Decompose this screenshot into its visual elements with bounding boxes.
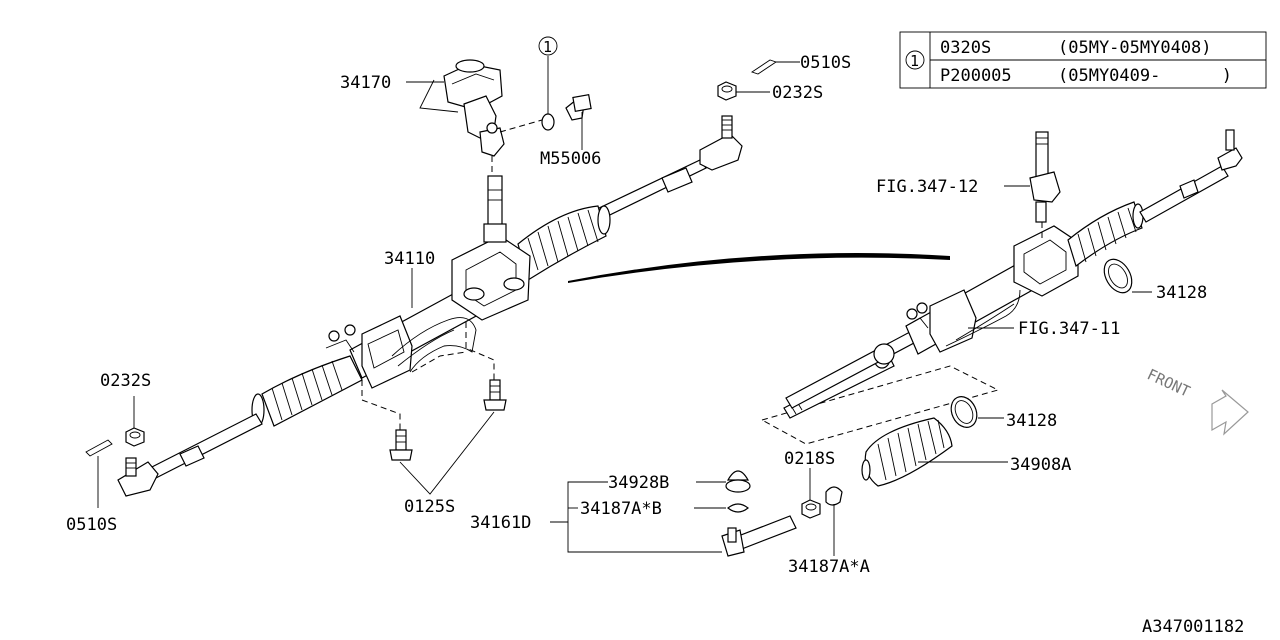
label-0125s: 0125S <box>404 497 455 517</box>
table-circle-1: 1 <box>910 52 919 70</box>
nut-and-pin-left <box>85 396 145 508</box>
label-34128-low: 34128 <box>1006 411 1057 431</box>
label-circle-1: 1 <box>543 38 552 56</box>
boot-kit-box <box>761 347 1008 487</box>
label-34928b: 34928B <box>608 473 669 493</box>
front-label: FRONT <box>1144 365 1193 400</box>
label-m55006: M55006 <box>540 149 601 169</box>
label-0218s: 0218S <box>784 449 835 469</box>
nut-and-pin-top <box>717 59 778 101</box>
label-fig-347-12: FIG.347-12 <box>876 177 978 197</box>
tie-rod-end-kit <box>550 470 797 557</box>
part-supersession-table: 1 0320S (05MY-05MY0408) P200005 (05MY040… <box>899 31 1267 89</box>
universal-joint-34170 <box>419 59 543 176</box>
label-0232s-left: 0232S <box>100 371 151 391</box>
label-34170: 34170 <box>340 73 391 93</box>
label-34908a: 34908A <box>1010 455 1071 475</box>
washer-and-bolt <box>541 56 592 150</box>
label-fig-347-11: FIG.347-11 <box>1018 319 1120 339</box>
label-0232s-top: 0232S <box>772 83 823 103</box>
label-34161d: 34161D <box>470 513 531 533</box>
table-row-2-range: (05MY0409- ) <box>1058 66 1232 86</box>
label-0510s-top: 0510S <box>800 53 851 73</box>
label-0510s-left: 0510S <box>66 515 117 535</box>
steering-rack-assembly-right <box>568 129 1243 409</box>
table-row-2-part: P200005 <box>940 66 1012 86</box>
label-34128-right: 34128 <box>1156 283 1207 303</box>
mount-bolts <box>389 379 507 495</box>
label-34187a-b: 34187A*B <box>580 499 662 519</box>
table-row-1-range: (05MY-05MY0408) <box>1058 38 1212 58</box>
nut-and-clip-lower <box>801 468 843 556</box>
table-row-1-part: 0320S <box>940 38 991 58</box>
diagram-reference-number: A347001182 <box>1142 617 1244 637</box>
steering-rack-assembly-left <box>117 115 743 497</box>
label-34187a-a: 34187A*A <box>788 557 870 577</box>
front-direction-arrow: FRONT <box>1144 365 1249 436</box>
label-34110: 34110 <box>384 249 435 269</box>
